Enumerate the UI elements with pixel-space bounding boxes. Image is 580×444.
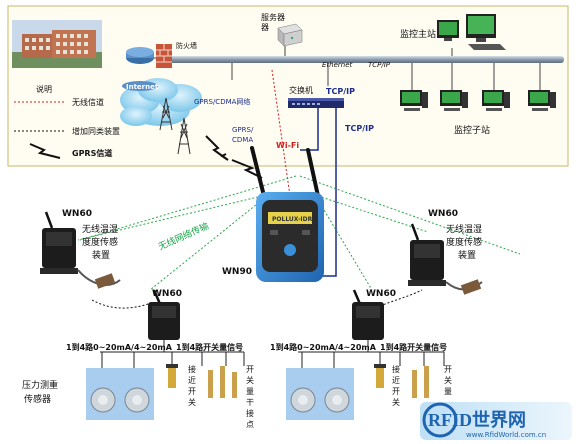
cell-tower-left <box>159 97 173 131</box>
wifi-link <box>271 69 291 197</box>
tcpip-label-2: TCP/IP <box>345 124 374 133</box>
bus-drops <box>231 44 541 90</box>
server-icon <box>277 23 303 47</box>
tcpip-link-2 <box>320 108 337 277</box>
sc-left-c4: 接 <box>246 408 254 418</box>
switch-contact-right <box>412 366 429 398</box>
right-switch-signal-label: 1到4路开关量信号 <box>380 342 447 352</box>
rfid-brand: RFID世界网 <box>428 410 526 430</box>
wn60-right-desc-3: 装置 <box>458 249 476 261</box>
wn60-left-desc-2: 度度传感 <box>82 236 118 248</box>
wifi-label: Wi-Fi <box>276 141 299 150</box>
right-analog-label: 1到4路0~20mA/4~20mA <box>270 342 377 352</box>
proximity-switch-right <box>374 364 386 388</box>
server-label: 服务器 <box>261 12 285 22</box>
proximity-switch-left <box>166 364 178 388</box>
prox-right-c1: 近 <box>392 375 400 385</box>
legend-item-gprs: GPRS信道 <box>72 148 112 158</box>
building-photo <box>12 20 102 68</box>
tcpip-bus-label: TCP/IP <box>368 61 391 69</box>
left-analog-label: 1到4路0~20mA/4~20mA <box>66 342 173 352</box>
tcpip-label-1: TCP/IP <box>326 87 355 96</box>
wn90-device: POLLUX-IDR <box>250 146 324 282</box>
rfid-watermark-logo: RFID世界网 www.RfidWorld.com.cn <box>420 402 572 440</box>
prox-left-c0: 接 <box>188 364 196 374</box>
wn60-mid-left-model: WN60 <box>152 289 182 299</box>
sc-left-c3: 干 <box>246 398 254 407</box>
pressure-sensor-left-2 <box>120 368 154 420</box>
same-device-link-left <box>91 299 149 309</box>
wn60-left-desc-1: 无线温湿 <box>82 223 118 235</box>
proximity-switch-text-left: 接 近 开 关 <box>188 364 196 407</box>
legend-gprs-lightning-icon <box>29 143 61 159</box>
gprs-cdma-label-b: CDMA <box>232 136 253 144</box>
cell-tower-right <box>177 117 191 155</box>
rfid-url: www.RfidWorld.com.cn <box>466 431 546 439</box>
prox-right-c2: 开 <box>392 387 400 396</box>
main-station-computers <box>437 14 506 50</box>
same-device-link-right <box>379 289 423 307</box>
legend-title: 说明 <box>36 84 52 94</box>
internet-label: Internet <box>126 83 159 91</box>
legend-item-wireless: 无线信道 <box>72 97 104 107</box>
wn60-right-desc-2: 度度传感 <box>446 236 482 248</box>
left-input-tree <box>100 340 245 368</box>
sc-left-c1: 关 <box>246 375 254 385</box>
wn60-mid-right-model: WN60 <box>366 289 396 299</box>
switch-label: 交换机 <box>289 85 313 95</box>
prox-left-c1: 近 <box>188 375 196 385</box>
switch-contact-text-right: 开 关 量 <box>444 365 452 396</box>
sc-left-c2: 量 <box>246 387 254 396</box>
wn60-right-desc-1: 无线温湿 <box>446 223 482 235</box>
internet-disc <box>122 81 158 91</box>
sc-right-c0: 开 <box>444 365 452 374</box>
ethernet-bus <box>168 56 564 63</box>
wn60-right-device <box>408 223 483 295</box>
prox-right-c3: 关 <box>392 397 400 407</box>
pressure-sensor-left-1 <box>86 368 120 420</box>
legend-item-same-device: 增加同类装置 <box>72 126 120 136</box>
sc-left-c5: 点 <box>246 420 254 429</box>
wn60-mid-left-device <box>148 289 180 340</box>
wn60-left-desc-3: 装置 <box>92 249 110 261</box>
gprs-cdma-label-a: GPRS/ <box>232 126 254 134</box>
proximity-switch-text-right: 接 近 开 关 <box>392 364 400 407</box>
pressure-sensor-right-2 <box>320 368 354 420</box>
wn90-label: WN90 <box>222 267 252 277</box>
sub-station-label: 监控子站 <box>454 124 490 136</box>
internet-cloud <box>120 78 202 126</box>
prox-left-c3: 关 <box>188 397 196 407</box>
wn60-left-device <box>40 211 121 289</box>
prox-right-c0: 接 <box>392 364 400 374</box>
pressure-sensor-right-1 <box>286 368 320 420</box>
switch-icon <box>288 98 344 108</box>
gprs-cdma-network-label: GPRS/CDMA网络 <box>194 97 250 106</box>
server-label-2: 器 <box>261 23 269 32</box>
router-icon <box>126 47 154 64</box>
sc-left-c0: 开 <box>246 365 254 374</box>
firewall-icon <box>156 44 172 68</box>
right-input-tree <box>298 340 445 368</box>
firewall-label: 防火墙 <box>176 41 197 50</box>
wn60-right-model: WN60 <box>428 209 458 219</box>
sc-right-c1: 关 <box>444 375 452 385</box>
sc-right-c2: 量 <box>444 387 452 396</box>
wn60-left-model: WN60 <box>62 209 92 219</box>
wn60-mid-right-device <box>352 289 384 340</box>
wn90-screen-text: POLLUX-IDR <box>272 216 313 223</box>
switch-contact-text-left: 开 关 量 干 接 点 <box>246 365 254 429</box>
pressure-sensor-label-1: 压力测重 <box>22 379 58 391</box>
left-switch-signal-label: 1到4路开关量信号 <box>176 342 243 352</box>
ethernet-label: Ethernet <box>322 61 353 69</box>
switch-contact-left <box>208 366 237 398</box>
sub-station-computers <box>400 90 556 111</box>
gprs-lightning-icon <box>205 135 229 161</box>
main-station-label: 监控主站 <box>400 28 436 40</box>
pressure-sensor-label-2: 传感器 <box>24 393 51 405</box>
gprs-lightning-icon-2 <box>231 159 263 179</box>
prox-left-c2: 开 <box>188 387 196 396</box>
